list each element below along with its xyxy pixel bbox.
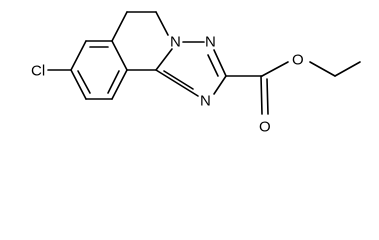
oxygen-carbonyl-label: O [259,119,271,136]
bond-c2-ch2a [111,11,128,42]
bond-c5-c6 [70,69,87,100]
bond-n-upper-c [213,49,227,77]
bond-c3-c4 [111,69,128,100]
ester-group [225,61,361,115]
bond-carbonyl-o-single [261,61,289,77]
chlorine-atom-label: Cl [31,63,45,80]
bond-c-n-lower [213,75,227,95]
dihydro-ring [111,11,173,71]
oxygen-ester-label: O [292,52,304,69]
bond-n-upper-c-inner [207,54,219,77]
bond-n-c10 [155,48,173,71]
bond-o-ch2 [309,61,336,77]
bond-n-lower-c10 [155,69,199,97]
bond-c3-c4-inner [107,70,120,94]
bond-c5-c6-inner [77,70,91,94]
bond-c2-c3 [111,40,128,71]
bond-c6-c1 [70,40,87,71]
benzene-ring [70,40,128,100]
bond-n-lower-c10-inner [163,70,194,90]
bond-ch2-ch3 [334,61,361,77]
bond-ch2b-n [155,11,169,36]
nitrogen-bridgehead-label: N [170,34,181,51]
nitrogen-upper-label: N [205,34,216,51]
chemical-structure: Cl N N N O O [31,11,361,136]
nitrogen-lower-label: N [200,93,211,110]
triazole-ring [155,41,227,97]
bond-carbonyl-o-double-b [266,78,269,115]
bond-carbonyl-o-double-a [260,75,263,115]
